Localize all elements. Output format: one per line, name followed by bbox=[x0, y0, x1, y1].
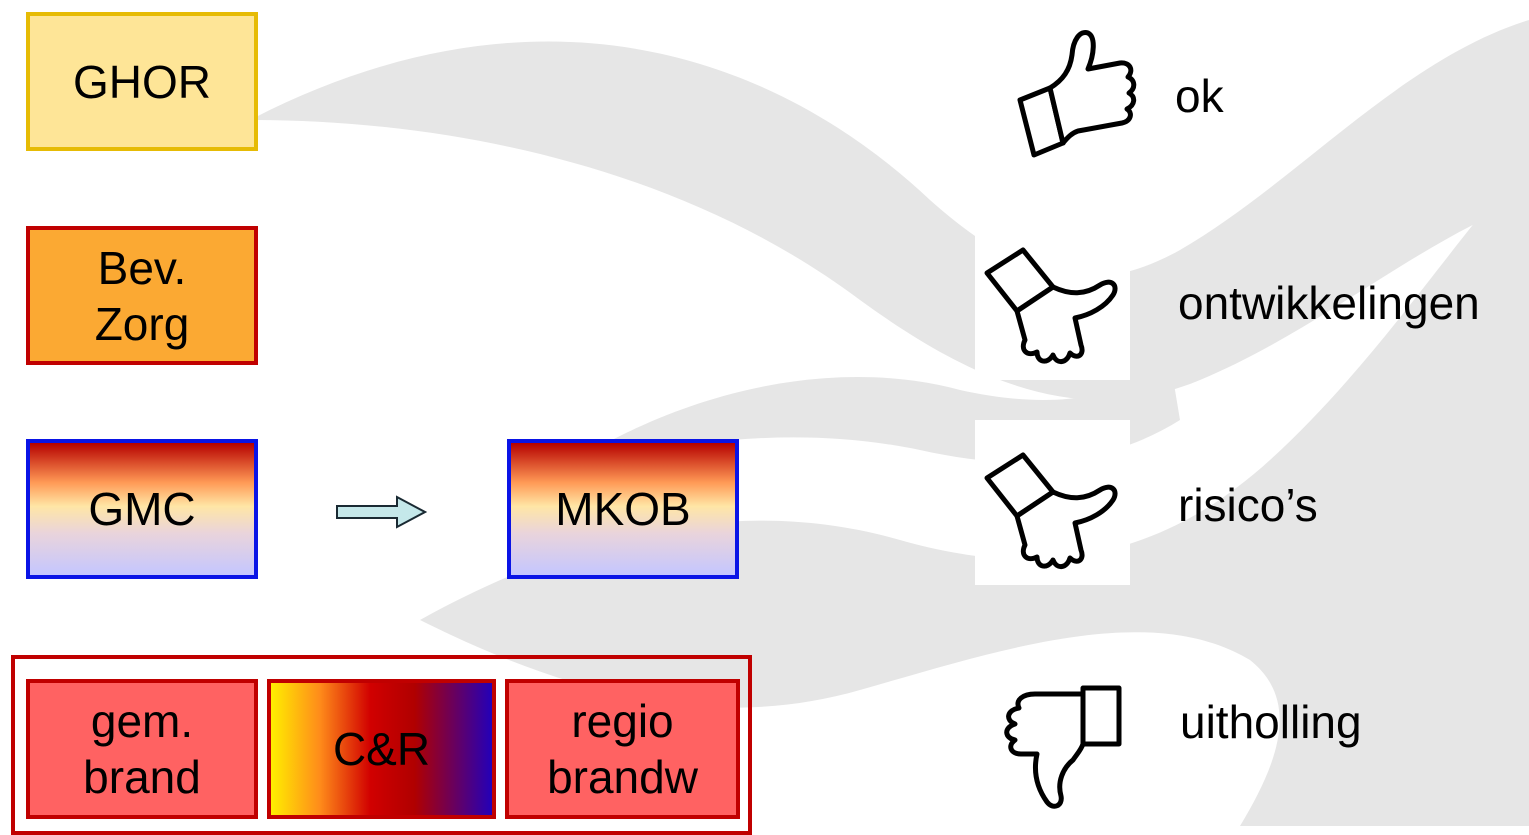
thumbs-sideways-icon bbox=[975, 215, 1130, 380]
rating-label-risicos: risico’s bbox=[1178, 479, 1318, 531]
gmc-box: GMC bbox=[26, 439, 258, 579]
watermark-swoosh-lower bbox=[420, 160, 1529, 826]
gem-brand-label-line2: brand bbox=[83, 751, 201, 803]
bev-zorg-box: Bev. Zorg bbox=[26, 226, 258, 365]
mkob-label: MKOB bbox=[555, 483, 691, 535]
regio-brandw-label-line1: regio bbox=[571, 695, 674, 747]
mkob-box: MKOB bbox=[507, 439, 739, 579]
bev-zorg-label-line1: Bev. bbox=[97, 241, 187, 294]
gem-brand-box: gem. brand bbox=[26, 679, 258, 819]
thumbs-down-icon bbox=[995, 680, 1127, 812]
thumbs-sideways-icon bbox=[975, 420, 1130, 585]
gmc-label: GMC bbox=[88, 483, 196, 535]
thumbs-up-icon bbox=[1008, 25, 1150, 165]
rating-label-ok: ok bbox=[1175, 70, 1224, 122]
rating-label-uitholling: uitholling bbox=[1180, 696, 1362, 748]
regio-brandw-box: regio brandw bbox=[505, 679, 740, 819]
ghor-box: GHOR bbox=[26, 12, 258, 151]
ghor-label: GHOR bbox=[73, 55, 211, 108]
cr-box: C&R bbox=[267, 679, 496, 819]
transition-arrow bbox=[336, 495, 427, 529]
watermark-swoosh-upper bbox=[250, 20, 1529, 401]
rating-label-ontwikkelingen: ontwikkelingen bbox=[1178, 277, 1480, 329]
cr-label: C&R bbox=[332, 723, 431, 775]
bev-zorg-label-line2: Zorg bbox=[94, 297, 190, 350]
regio-brandw-label-line2: brandw bbox=[547, 751, 698, 803]
gem-brand-label-line1: gem. bbox=[90, 695, 194, 747]
